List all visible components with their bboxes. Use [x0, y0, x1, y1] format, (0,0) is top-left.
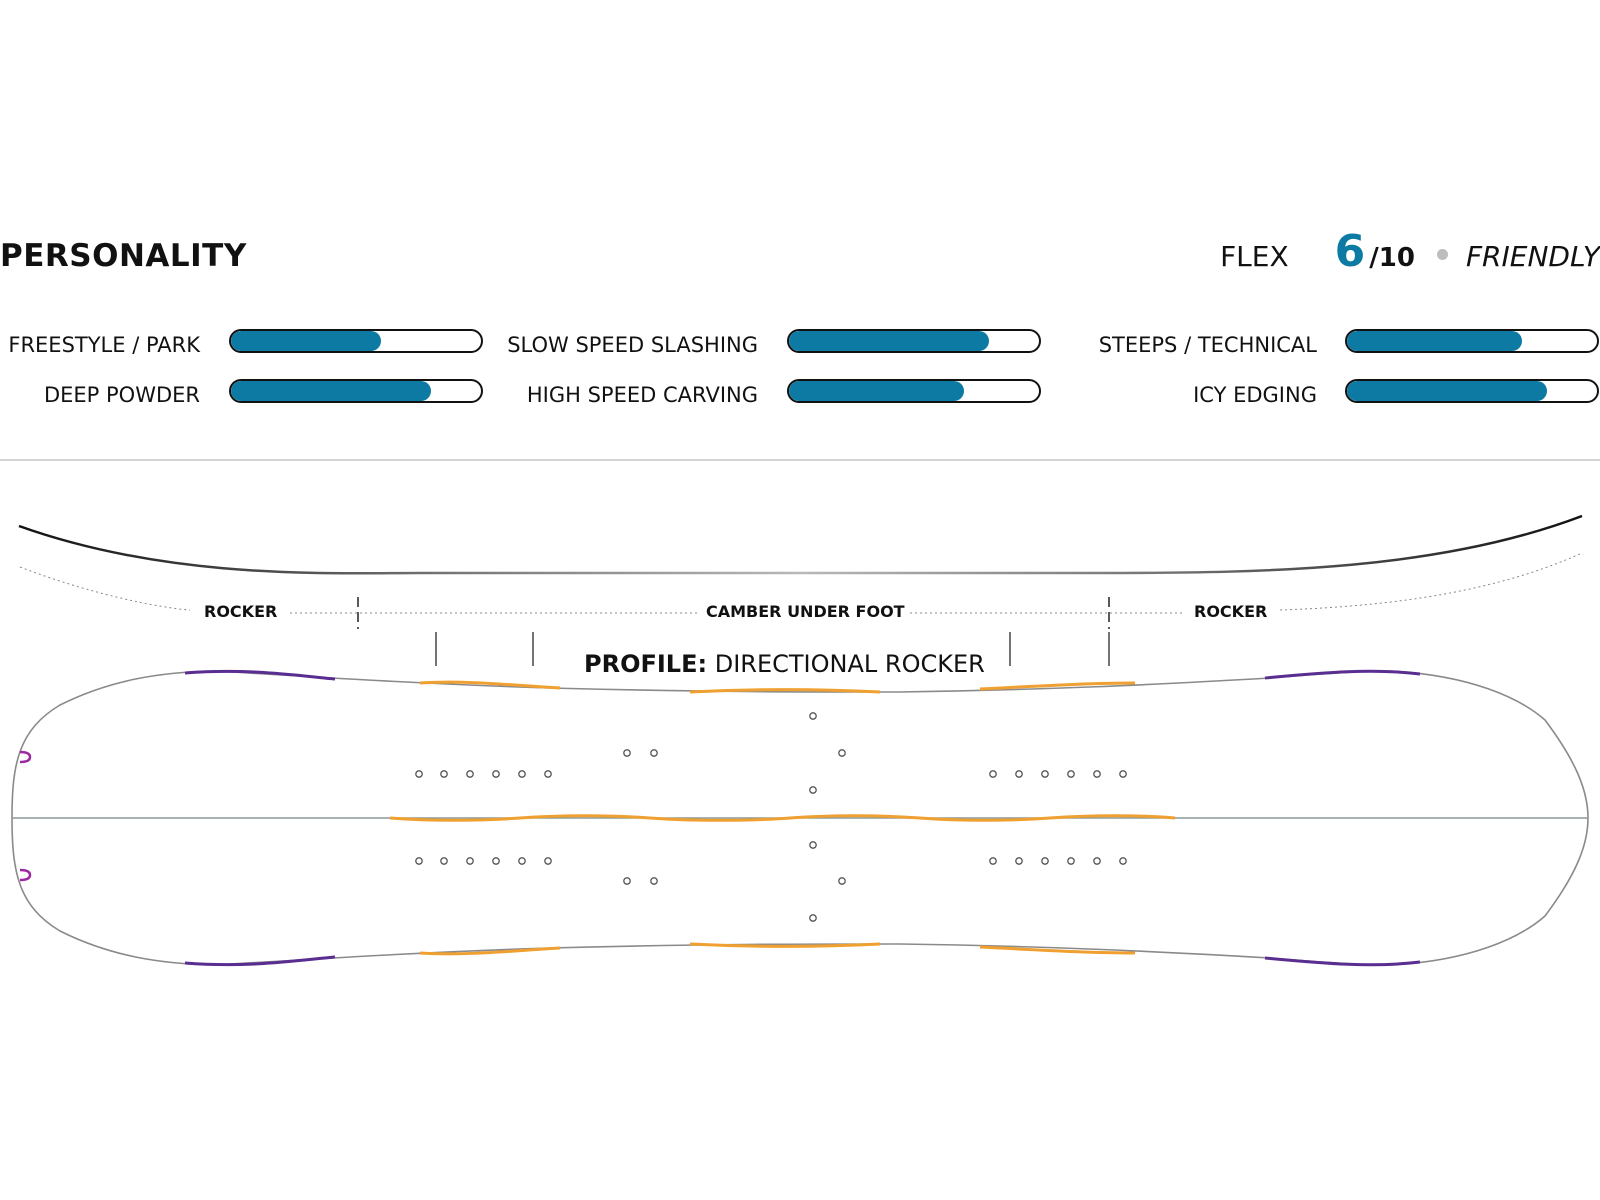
- rating-bar-deep-powder: [229, 379, 483, 403]
- rating-fill-high-speed: [789, 381, 964, 401]
- zone-label-rocker-left: ROCKER: [200, 602, 282, 621]
- camber-highlight: [689, 688, 881, 694]
- rating-label-icy-edging: ICY EDGING: [1193, 383, 1317, 407]
- rating-fill-steeps: [1347, 331, 1522, 351]
- rocker-highlight: [184, 669, 336, 681]
- camber-highlight: [419, 680, 561, 690]
- section-divider: [0, 459, 1600, 461]
- camber-highlight-center: [389, 814, 1176, 822]
- rocker-dotted-left: [19, 566, 191, 611]
- rating-label-steeps: STEEPS / TECHNICAL: [1098, 333, 1317, 357]
- rating-fill-slow-speed: [789, 331, 989, 351]
- rating-label-deep-powder: DEEP POWDER: [43, 383, 200, 407]
- rocker-highlight: [184, 955, 336, 967]
- rocker-highlight: [1264, 669, 1421, 680]
- profile-title: PROFILE: DIRECTIONAL ROCKER: [584, 650, 985, 678]
- flex-description: FRIENDLY: [1465, 240, 1600, 273]
- zone-label-camber: CAMBER UNDER FOOT: [702, 602, 909, 621]
- rating-label-slow-speed: SLOW SPEED SLASHING: [507, 333, 758, 357]
- flex-rating: FLEX 6 /10 FRIENDLY: [1220, 226, 1600, 277]
- rating-label-freestyle: FREESTYLE / PARK: [8, 333, 200, 357]
- rating-bar-icy-edging: [1345, 379, 1599, 403]
- binding-inserts: [415, 712, 1127, 922]
- rating-bar-high-speed: [787, 379, 1041, 403]
- profile-title-prefix: PROFILE:: [584, 650, 708, 678]
- rating-fill-icy-edging: [1347, 381, 1547, 401]
- nose-marker-icon: [19, 868, 32, 882]
- flex-label: FLEX: [1220, 240, 1289, 273]
- camber-highlight: [979, 945, 1136, 955]
- rating-bar-freestyle: [229, 329, 483, 353]
- camber-highlight: [419, 946, 561, 956]
- rocker-highlight: [1264, 956, 1421, 967]
- camber-highlight: [979, 681, 1136, 691]
- profile-title-value: DIRECTIONAL ROCKER: [714, 650, 985, 678]
- rating-fill-freestyle: [231, 331, 381, 351]
- rating-fill-deep-powder: [231, 381, 431, 401]
- profile-curve: [18, 514, 1583, 575]
- separator-dot-icon: [1436, 249, 1448, 260]
- rocker-dotted-right: [1279, 552, 1583, 611]
- rating-label-high-speed: HIGH SPEED CARVING: [526, 383, 758, 407]
- camber-highlight: [689, 942, 881, 948]
- zone-label-rocker-right: ROCKER: [1190, 602, 1272, 621]
- flex-value: 6: [1334, 226, 1366, 277]
- rating-bar-steeps: [1345, 329, 1599, 353]
- rating-bar-slow-speed: [787, 329, 1041, 353]
- section-title: PERSONALITY: [0, 238, 247, 274]
- flex-max: /10: [1369, 243, 1415, 273]
- nose-marker-icon: [19, 750, 32, 764]
